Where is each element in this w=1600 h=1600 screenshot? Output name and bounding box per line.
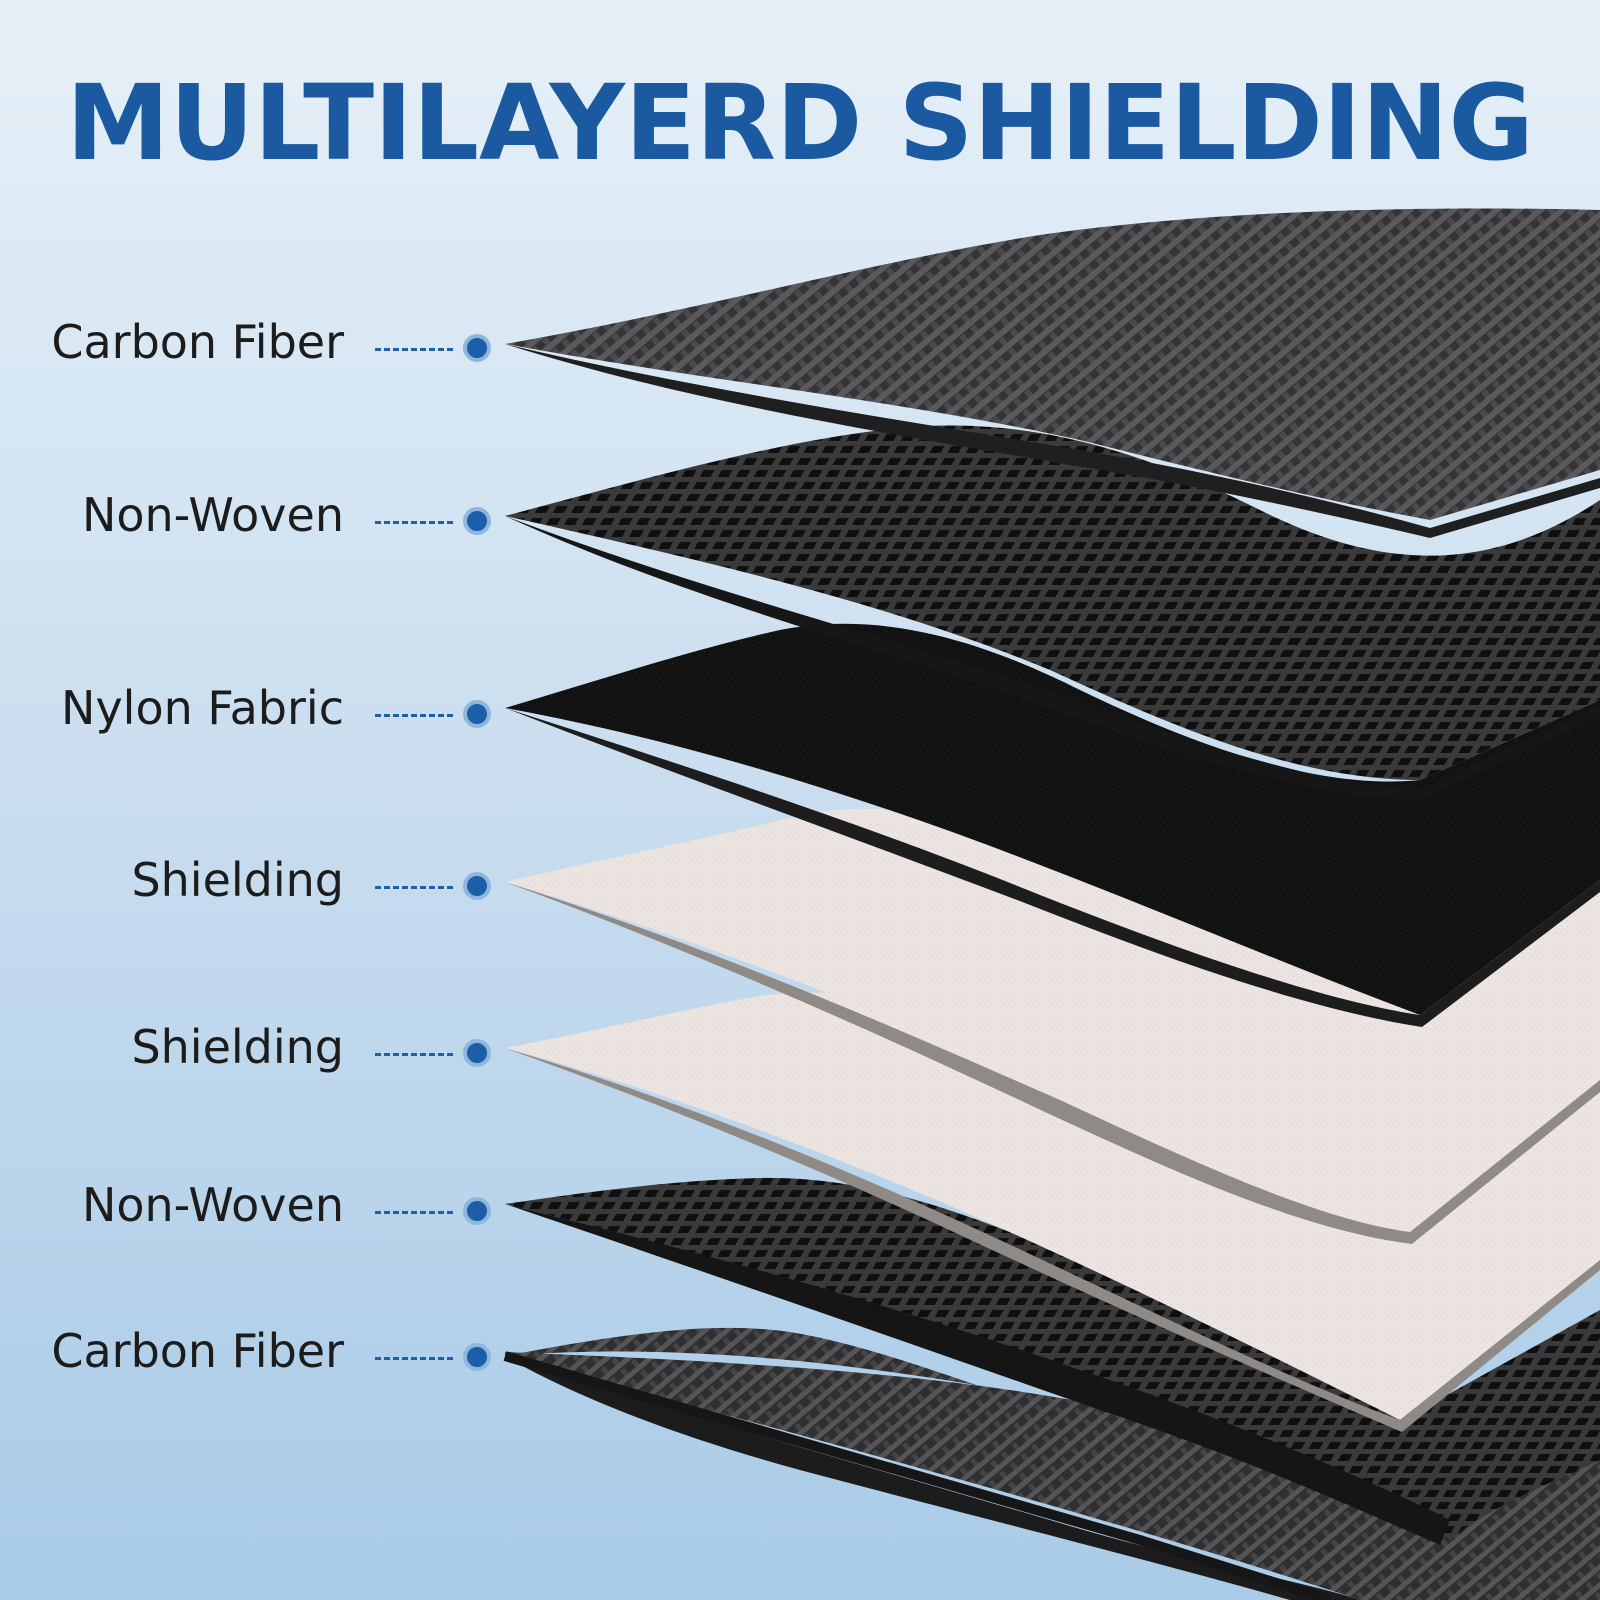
layer-4-shielding xyxy=(505,808,1600,1244)
layer-marker-dot xyxy=(463,872,491,900)
layer-label-non-woven-top: Non-Woven xyxy=(81,488,344,542)
leader-line xyxy=(375,1211,453,1214)
layer-marker-dot xyxy=(463,700,491,728)
page-title: MULTILAYERD SHIELDING xyxy=(66,62,1534,184)
layer-label-shielding-lower: Shielding xyxy=(131,1020,344,1074)
leader-line xyxy=(375,1357,453,1360)
layer-2-non-woven xyxy=(505,425,1600,800)
leader-line xyxy=(375,348,453,351)
leader-line xyxy=(375,886,453,889)
layer-label-shielding-upper: Shielding xyxy=(131,853,344,907)
layer-marker-dot xyxy=(463,1039,491,1067)
leader-line xyxy=(375,1053,453,1056)
leader-line xyxy=(375,714,453,717)
layer-marker-dot xyxy=(463,334,491,362)
layer-marker-dot xyxy=(463,1197,491,1225)
layer-marker-dot xyxy=(463,1343,491,1371)
layer-marker-dot xyxy=(463,507,491,535)
leader-line xyxy=(375,521,453,524)
layer-6-non-woven xyxy=(505,1177,1600,1545)
layer-5-shielding xyxy=(505,992,1600,1432)
layer-label-non-woven-bottom: Non-Woven xyxy=(81,1178,344,1232)
layer-1-carbon-fiber xyxy=(505,208,1600,538)
layer-label-carbon-fiber-bottom: Carbon Fiber xyxy=(51,1324,344,1378)
layer-3-nylon-fabric xyxy=(505,623,1600,1027)
layer-label-nylon-fabric: Nylon Fabric xyxy=(61,681,344,735)
layer-label-carbon-fiber-top: Carbon Fiber xyxy=(51,315,344,369)
